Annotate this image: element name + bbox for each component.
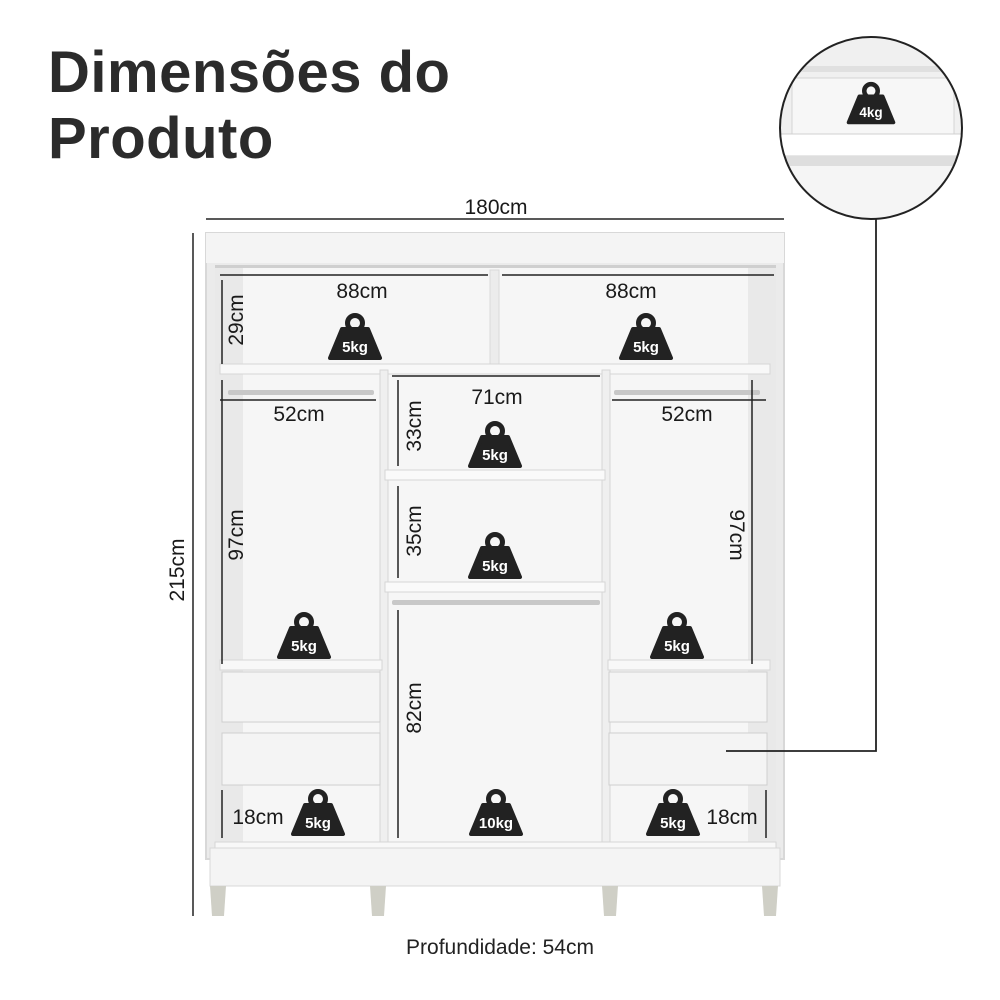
foot-3	[602, 886, 618, 916]
title-line-2: Produto	[48, 106, 274, 171]
wardrobe-top-panel	[206, 233, 784, 263]
svg-text:5kg: 5kg	[342, 339, 368, 356]
weight-icon-top-right: 5kg	[621, 316, 671, 359]
weight-icon-bottom-right: 5kg	[648, 792, 698, 835]
top-right-width: 88cm	[605, 280, 656, 303]
hanging-rod-right	[614, 390, 760, 395]
internal-dimension-lines	[220, 274, 774, 838]
title-line-1: Dimensões do	[48, 40, 451, 105]
center-mid-height: 35cm	[403, 505, 426, 556]
svg-text:5kg: 5kg	[664, 638, 690, 655]
left-hanging-height: 97cm	[225, 509, 248, 560]
weight-icon-bottom-left: 5kg	[293, 792, 343, 835]
weight-icon-left-hanging: 5kg	[279, 615, 329, 658]
svg-text:5kg: 5kg	[482, 558, 508, 575]
left-width: 52cm	[273, 403, 324, 426]
height-label: 215cm	[166, 538, 189, 601]
weight-icon-top-left: 5kg	[330, 316, 380, 359]
drawer-right-upper	[608, 671, 768, 723]
right-drawer-shelf	[607, 659, 771, 671]
center-shelf-1	[384, 469, 606, 481]
center-shelf-2	[384, 581, 606, 593]
drawer-zoom-detail: 4kg	[779, 36, 963, 220]
hanging-rod-center	[392, 600, 600, 605]
svg-text:10kg: 10kg	[479, 815, 513, 832]
top-edge	[215, 265, 776, 268]
upper-shelf	[219, 363, 771, 375]
drawer-right-lower	[608, 732, 768, 786]
callout-connector-line	[726, 219, 877, 752]
width-label: 180cm	[464, 196, 527, 219]
weight-icon-right-hanging: 5kg	[652, 615, 702, 658]
weight-icon-drawer: 4kg	[849, 84, 894, 122]
center-hanging-height: 82cm	[403, 682, 426, 733]
right-width: 52cm	[661, 403, 712, 426]
depth-label: Profundidade: 54cm	[406, 936, 594, 959]
wardrobe	[205, 232, 785, 916]
svg-text:5kg: 5kg	[482, 447, 508, 464]
svg-text:5kg: 5kg	[633, 339, 659, 356]
top-height: 29cm	[225, 294, 248, 345]
center-top-height: 33cm	[403, 400, 426, 451]
svg-text:5kg: 5kg	[305, 815, 331, 832]
overall-dimension-lines	[192, 218, 784, 916]
svg-text:5kg: 5kg	[291, 638, 317, 655]
foot-1	[210, 886, 226, 916]
right-hanging-height: 97cm	[725, 509, 748, 560]
top-left-width: 88cm	[336, 280, 387, 303]
svg-text:5kg: 5kg	[660, 815, 686, 832]
drawer-left-lower	[221, 732, 381, 786]
weight-icon-bottom-center: 10kg	[471, 792, 521, 835]
svg-text:4kg: 4kg	[859, 105, 882, 120]
left-drawer-shelf	[219, 659, 383, 671]
base-plinth	[209, 847, 781, 887]
weight-icon-center-mid: 5kg	[470, 535, 520, 578]
hanging-rod-left	[228, 390, 374, 395]
left-bottom-height: 18cm	[232, 806, 283, 829]
left-panel	[379, 369, 389, 843]
foot-2	[370, 886, 386, 916]
weight-icon-center-top: 5kg	[470, 424, 520, 467]
top-divider	[489, 269, 500, 367]
drawer-left-upper	[221, 671, 381, 723]
center-width: 71cm	[471, 386, 522, 409]
foot-4	[762, 886, 778, 916]
page-title: Dimensões do Produto	[48, 40, 450, 172]
right-bottom-height: 18cm	[706, 806, 757, 829]
